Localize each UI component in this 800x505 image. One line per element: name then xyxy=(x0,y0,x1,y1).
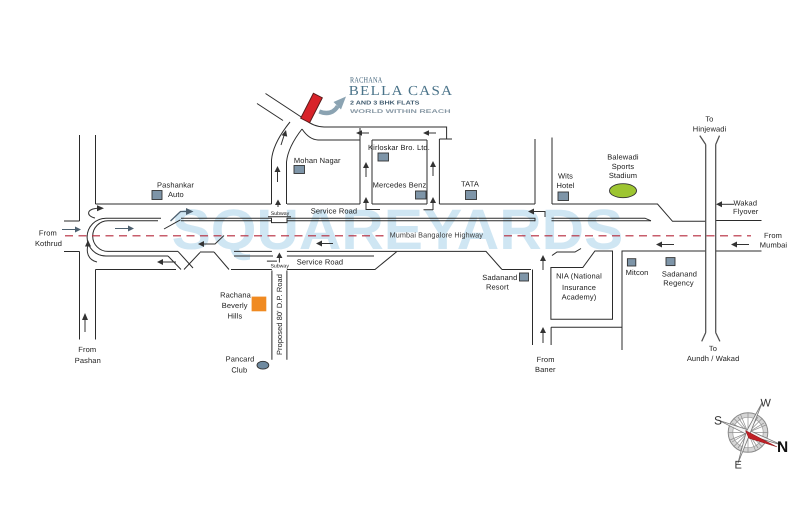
svg-text:Service Road: Service Road xyxy=(311,207,357,216)
svg-text:From: From xyxy=(764,231,782,240)
svg-text:Hills: Hills xyxy=(228,312,243,321)
svg-text:To: To xyxy=(705,114,713,123)
svg-text:2 AND 3 BHK FLATS: 2 AND 3 BHK FLATS xyxy=(350,100,420,106)
svg-text:Pancard: Pancard xyxy=(226,355,255,364)
svg-text:WORLD WITHIN REACH: WORLD WITHIN REACH xyxy=(350,109,451,115)
svg-text:Academy): Academy) xyxy=(562,293,597,302)
svg-text:Aundh / Wakad: Aundh / Wakad xyxy=(687,354,740,363)
svg-text:BELLA CASA: BELLA CASA xyxy=(349,83,454,98)
svg-text:Flyover: Flyover xyxy=(733,207,759,216)
svg-text:Wakad: Wakad xyxy=(733,199,757,208)
svg-text:Beverly: Beverly xyxy=(222,301,248,310)
svg-text:Service Road: Service Road xyxy=(297,258,343,267)
svg-text:Kothrud: Kothrud xyxy=(35,239,62,248)
svg-text:From: From xyxy=(537,355,555,364)
svg-text:Pashan: Pashan xyxy=(75,356,101,365)
svg-text:Subway: Subway xyxy=(270,263,289,269)
svg-text:N: N xyxy=(777,439,788,456)
svg-text:Resort: Resort xyxy=(486,283,510,292)
svg-text:Kirloskar Bro. Ltd.: Kirloskar Bro. Ltd. xyxy=(368,143,430,152)
svg-text:Sports: Sports xyxy=(612,162,635,171)
svg-text:E: E xyxy=(735,460,742,472)
svg-text:Wits: Wits xyxy=(558,172,573,181)
svg-text:Mercedes Benz: Mercedes Benz xyxy=(373,181,427,190)
svg-text:Sadanand: Sadanand xyxy=(482,273,517,282)
svg-text:Auto: Auto xyxy=(168,190,184,199)
svg-text:Baner: Baner xyxy=(535,365,556,374)
svg-text:Stadium: Stadium xyxy=(609,171,637,180)
svg-text:Proposed 80' D.P. Road: Proposed 80' D.P. Road xyxy=(275,274,284,355)
svg-text:Pashankar: Pashankar xyxy=(157,181,194,190)
svg-text:Club: Club xyxy=(231,366,247,375)
svg-text:TATA: TATA xyxy=(461,180,479,189)
svg-text:Rachana: Rachana xyxy=(220,291,252,300)
svg-text:Balewadi: Balewadi xyxy=(607,153,639,162)
svg-text:From: From xyxy=(39,228,57,237)
svg-text:Hinjewadi: Hinjewadi xyxy=(693,125,727,134)
svg-text:W: W xyxy=(761,398,772,410)
svg-text:S: S xyxy=(714,414,722,428)
svg-text:Mitcon: Mitcon xyxy=(626,268,649,277)
svg-text:From: From xyxy=(78,345,96,354)
svg-text:To: To xyxy=(709,344,717,353)
svg-text:Regency: Regency xyxy=(663,279,694,288)
svg-text:Subway: Subway xyxy=(271,211,290,217)
svg-text:Mumbai Bangalore Highway: Mumbai Bangalore Highway xyxy=(390,231,484,240)
svg-text:Sadanand: Sadanand xyxy=(662,270,697,279)
svg-text:RACHANA: RACHANA xyxy=(350,75,383,84)
svg-text:Mumbai: Mumbai xyxy=(760,240,788,249)
svg-text:NIA (National: NIA (National xyxy=(556,272,602,281)
svg-text:Insurance: Insurance xyxy=(562,283,596,292)
svg-text:Hotel: Hotel xyxy=(556,181,574,190)
svg-text:Mohan Nagar: Mohan Nagar xyxy=(294,156,341,165)
